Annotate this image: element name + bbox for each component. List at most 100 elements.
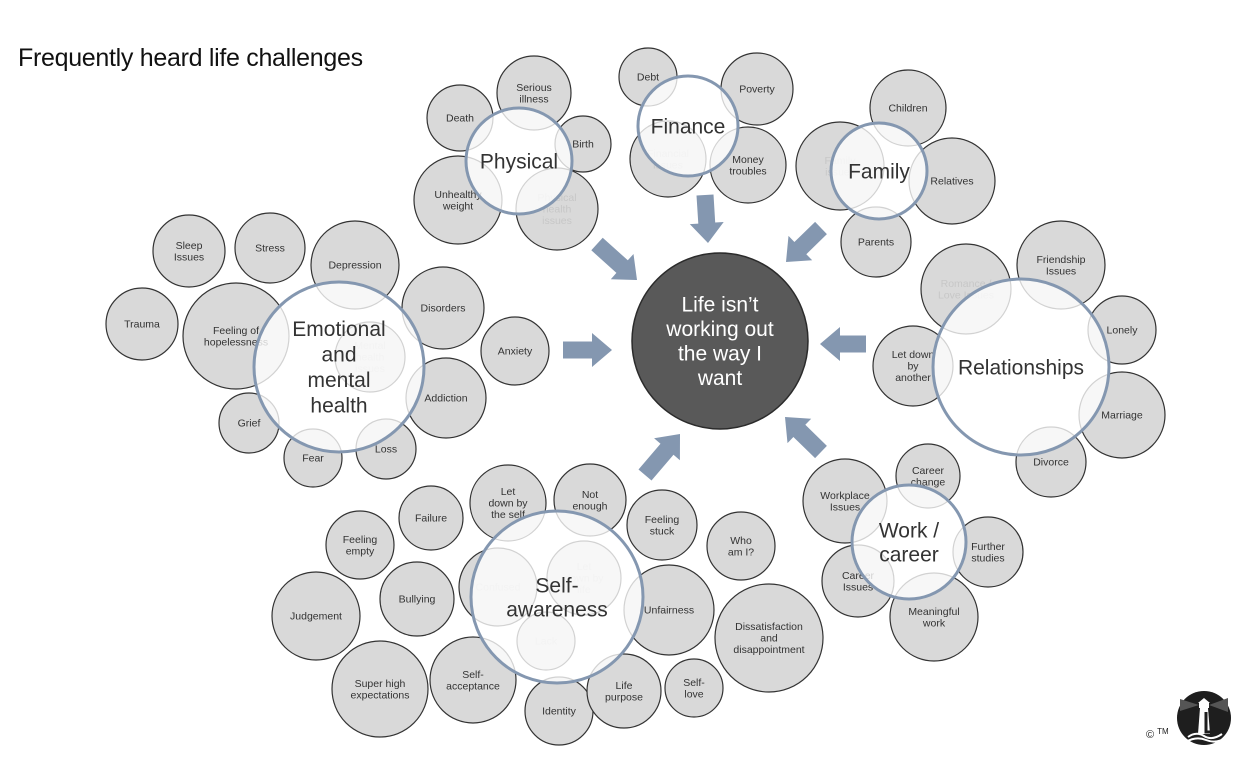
topic-label: Marriage [1101, 410, 1143, 422]
topic-relatives: Relatives [908, 137, 996, 225]
topic-self-love: Self-love [664, 658, 724, 718]
topic-bubble-circle [152, 214, 226, 288]
topic-disorders: Disorders [401, 266, 485, 350]
topic-bubble-circle [379, 561, 455, 637]
category-bubble-circle [252, 280, 426, 454]
topic-label: Depression [328, 260, 381, 272]
topic-bubble-circle [706, 511, 776, 581]
topic-bubble-circle [331, 640, 429, 738]
topic-label: Fear [302, 453, 324, 465]
topic-bubble-circle [398, 485, 464, 551]
topic-bubble-circle [626, 489, 698, 561]
category-relationships: Relationships [931, 277, 1111, 457]
topic-bubble-circle [325, 510, 395, 580]
topic-self-acceptance: Self-acceptance [429, 636, 517, 724]
topic-bubble-circle [234, 212, 306, 284]
topic-label: Anxiety [498, 346, 533, 358]
topic-label: Bullying [399, 594, 436, 606]
topic-identity: Identity [524, 676, 594, 746]
category-bubble-circle [931, 277, 1111, 457]
category-label: Physical [480, 150, 558, 173]
arrow-relationships [820, 327, 866, 361]
topic-label: Parents [858, 237, 894, 249]
arrow-finance [689, 194, 724, 243]
topic-label: Addiction [424, 393, 467, 405]
arrow-emotional [563, 333, 612, 367]
category-bubble-circle [850, 483, 968, 601]
topic-label: Loss [375, 444, 397, 456]
topic-label: Disorders [421, 303, 466, 315]
category-label: Self-awareness [506, 574, 608, 621]
topic-label: Self-love [683, 677, 705, 701]
center-circle [631, 252, 809, 430]
category-bubble-circle [464, 106, 574, 216]
topic-bubble-circle [714, 583, 824, 693]
topic-label: Divorce [1033, 457, 1069, 469]
topic-label: Stress [255, 243, 285, 255]
topic-label: Identity [542, 706, 577, 718]
category-label: Work /career [879, 519, 939, 566]
category-finance: Finance [636, 74, 740, 178]
topic-label: Unfairness [644, 605, 694, 617]
topic-label: Children [888, 103, 927, 115]
topic-judgement: Judgement [271, 571, 361, 661]
category-family: Family [829, 121, 929, 221]
topic-label: Lonely [1107, 325, 1139, 337]
topic-label: Grief [238, 418, 261, 430]
topic-bullying: Bullying [379, 561, 455, 637]
topic-label: Trauma [124, 319, 160, 331]
topic-bubble-circle [271, 571, 361, 661]
topic-label: Relatives [930, 176, 973, 188]
topic-label: Judgement [290, 611, 342, 623]
topic-anxiety: Anxiety [480, 316, 550, 386]
topic-stress: Stress [234, 212, 306, 284]
trademark-symbol: TM [1157, 727, 1169, 736]
topic-failure: Failure [398, 485, 464, 551]
category-bubble-circle [829, 121, 929, 221]
topic-bubble-circle [105, 287, 179, 361]
arrow-self [638, 434, 680, 481]
page-title: Frequently heard life challenges [18, 44, 363, 72]
topic-bubble-circle [664, 658, 724, 718]
arrow-work [785, 417, 827, 459]
arrows-layer [563, 194, 866, 481]
topic-label: Failure [415, 513, 447, 525]
category-label: Finance [651, 115, 726, 138]
category-physical: Physical [464, 106, 574, 216]
category-bubble-circle [469, 509, 645, 685]
category-label: Relationships [958, 356, 1084, 379]
arrow-family [786, 221, 827, 262]
topic-unfairness: Unfairness [623, 564, 715, 656]
lighthouse-logo-icon [1177, 691, 1231, 745]
category-work: Work /career [850, 483, 968, 601]
topic-label: Self-acceptance [446, 669, 500, 693]
copyright-mark: © TM [1146, 727, 1169, 741]
topic-label: Birth [572, 139, 594, 151]
